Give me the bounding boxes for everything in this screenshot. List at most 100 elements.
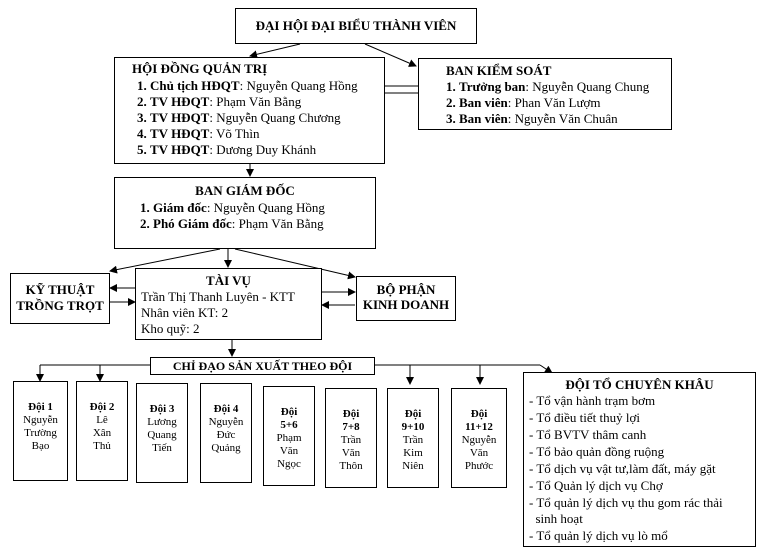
team-name: Đội 11+12 xyxy=(465,408,493,433)
specialized-item: - Tổ vận hành trạm bơm xyxy=(529,393,656,408)
member-name: : Nguyễn Quang Hồng xyxy=(239,78,358,93)
congress-box: ĐẠI HỘI ĐẠI BIỂU THÀNH VIÊN xyxy=(235,8,477,44)
member-number: 1. xyxy=(446,79,456,94)
team-name: Đội 7+8 xyxy=(342,408,360,433)
member-role: TV HĐQT xyxy=(150,142,210,157)
member-role: TV HĐQT xyxy=(150,94,210,109)
specialized-item: sinh hoạt xyxy=(529,511,583,526)
control-member: 2. Ban viên: Phan Văn Lượm xyxy=(446,95,601,111)
member-number: 2. xyxy=(446,95,456,110)
team-member-word: Văn xyxy=(279,445,299,457)
control-member: 1. Trưởng ban: Nguyễn Quang Chung xyxy=(446,79,649,95)
member-name: : Dương Duy Khánh xyxy=(209,142,317,157)
board-member: 2. TV HĐQT: Phạm Văn Bằng xyxy=(137,94,301,110)
tech-label-line1: KỸ THUẬT xyxy=(25,282,95,297)
team-member-word: Trần xyxy=(340,434,362,446)
director-member: 1. Giám đốc: Nguyễn Quang Hồng xyxy=(140,200,325,216)
member-number: 3. xyxy=(446,111,456,126)
board-member: 5. TV HĐQT: Dương Duy Khánh xyxy=(137,142,316,158)
specialized-item: - Tổ BVTV thâm canh xyxy=(529,427,647,442)
specialized-item: - Tổ quản lý dịch vụ thu gom rác thải xyxy=(529,495,723,510)
team-member-word: Nguyễn xyxy=(461,434,497,446)
member-name: : Nguyễn Quang Chung xyxy=(525,79,650,94)
member-number: 4. xyxy=(137,126,147,141)
member-role: Ban viên xyxy=(459,111,508,126)
specialized-item: - Tổ bảo quản đồng ruộng xyxy=(529,444,665,459)
team-member-word: Bạo xyxy=(31,440,50,452)
member-number: 3. xyxy=(137,110,147,125)
team-member-word: Quang xyxy=(147,429,177,441)
tech-box: KỸ THUẬT TRỒNG TRỌT xyxy=(10,273,110,324)
team-member-word: Thôn xyxy=(339,460,363,472)
member-name: : Nguyễn Văn Chuân xyxy=(507,111,618,126)
member-role: Trưởng ban xyxy=(459,79,526,94)
member-name: : Võ Thìn xyxy=(209,126,260,141)
production-title: CHỈ ĐẠO SẢN XUẤT THEO ĐỘI xyxy=(172,359,353,373)
finance-line: Kho quỹ: 2 xyxy=(141,321,200,336)
member-role: TV HĐQT xyxy=(150,126,210,141)
control-title: BAN KIỂM SOÁT xyxy=(446,63,552,78)
team-member-word: Tiến xyxy=(152,442,172,454)
member-role: Ban viên xyxy=(459,95,508,110)
production-box: CHỈ ĐẠO SẢN XUẤT THEO ĐỘI xyxy=(150,357,375,375)
board-member: 4. TV HĐQT: Võ Thìn xyxy=(137,126,259,142)
board-box: HỘI ĐỒNG QUẢN TRỊ 1. Chủ tịch HĐQT: Nguy… xyxy=(114,57,385,164)
member-role: TV HĐQT xyxy=(150,110,210,125)
team-name: Đội 9+10 xyxy=(401,408,425,433)
specialized-box: ĐỘI TỔ CHUYÊN KHÂU - Tổ vận hành trạm bơ… xyxy=(523,372,756,547)
board-member: 3. TV HĐQT: Nguyễn Quang Chương xyxy=(137,110,341,126)
control-box: BAN KIỂM SOÁT 1. Trưởng ban: Nguyễn Quan… xyxy=(418,58,672,130)
specialized-item: - Tổ điều tiết thuỷ lợi xyxy=(529,410,640,425)
team-member-word: Trường xyxy=(24,427,57,439)
business-label-line2: KINH DOANH xyxy=(362,297,450,312)
team-name: Đội 1 xyxy=(28,401,53,413)
board-member: 1. Chủ tịch HĐQT: Nguyễn Quang Hồng xyxy=(137,78,358,94)
team-name: Đội 4 xyxy=(213,403,239,415)
member-number: 1. xyxy=(137,78,147,93)
member-role: Chủ tịch HĐQT xyxy=(150,78,240,93)
member-name: : Nguyễn Quang Chương xyxy=(209,110,341,125)
member-name: : Phạm Văn Bằng xyxy=(231,216,324,231)
member-name: : Phan Văn Lượm xyxy=(507,95,601,110)
team-name: Đội 5+6 xyxy=(280,406,298,431)
team-member-word: Thủ xyxy=(93,440,111,452)
team-member-word: Nguyễn xyxy=(23,414,58,426)
finance-line: Nhân viên KT: 2 xyxy=(141,305,229,320)
team-member-word: Lương xyxy=(147,416,177,428)
member-name: : Phạm Văn Bằng xyxy=(209,94,302,109)
team-member-word: Phạm xyxy=(276,432,302,444)
member-number: 2. xyxy=(137,94,147,109)
member-number: 5. xyxy=(137,142,147,157)
congress-title: ĐẠI HỘI ĐẠI BIỂU THÀNH VIÊN xyxy=(255,18,457,33)
specialized-item: - Tổ Quản lý dịch vụ Chợ xyxy=(529,478,663,493)
director-member: 2. Phó Giám đốc: Phạm Văn Bằng xyxy=(140,216,324,232)
team-member-word: Niên xyxy=(402,460,424,472)
team-member-word: Xân xyxy=(92,427,112,439)
team-member-word: Phước xyxy=(464,460,494,472)
directors-title: BAN GIÁM ĐỐC xyxy=(195,183,295,198)
tech-label-line2: TRỒNG TRỌT xyxy=(16,298,104,313)
team-member-word: Ngọc xyxy=(277,458,301,470)
specialized-item: - Tổ dịch vụ vật tư,làm đất, máy gặt xyxy=(529,461,716,476)
finance-title: TÀI VỤ xyxy=(206,273,251,288)
finance-box: TÀI VỤ Trần Thị Thanh Luyên - KTT Nhân v… xyxy=(135,268,322,340)
specialized-item: - Tổ quản lý dịch vụ lò mổ xyxy=(529,528,668,543)
team-name: Đội 3 xyxy=(149,403,175,415)
finance-line: Trần Thị Thanh Luyên - KTT xyxy=(141,289,295,304)
member-name: : Nguyễn Quang Hồng xyxy=(206,200,325,215)
team-member-word: Quảng xyxy=(211,442,241,454)
directors-box: BAN GIÁM ĐỐC 1. Giám đốc: Nguyễn Quang H… xyxy=(114,177,376,249)
team-member-word: Văn xyxy=(469,447,489,459)
